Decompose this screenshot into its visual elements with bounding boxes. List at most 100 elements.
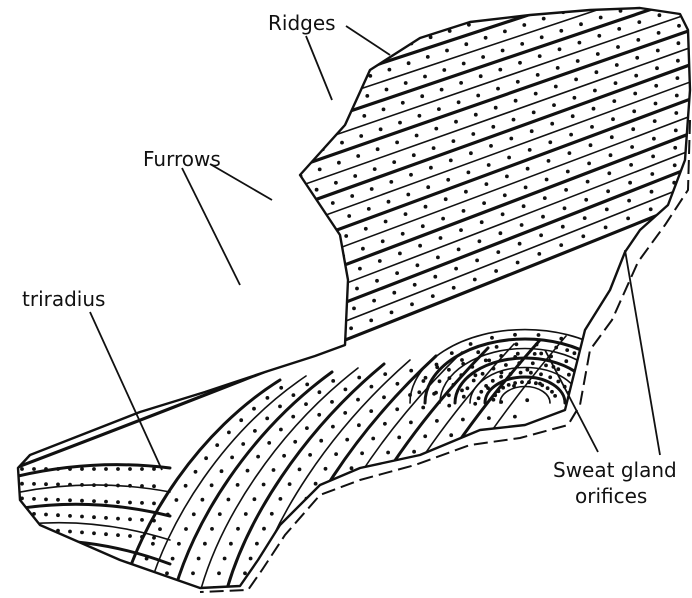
sweat-pore [353, 557, 357, 561]
sweat-pore [432, 392, 436, 396]
sweat-pore [629, 163, 633, 167]
sweat-pore [331, 201, 335, 205]
sweat-pore [226, 62, 230, 66]
sweat-pore [255, 344, 259, 348]
sweat-pore [286, 140, 290, 144]
sweat-pore [554, 85, 558, 89]
sweat-pore [104, 516, 108, 520]
sweat-pore [232, 21, 236, 25]
sweat-pore [261, 71, 265, 75]
sweat-pore [491, 125, 495, 129]
sweat-pore [177, 276, 181, 280]
sweat-pore [340, 481, 344, 485]
sweat-pore [46, 201, 50, 205]
sweat-pore [420, 586, 424, 590]
sweat-pore [152, 484, 156, 488]
sweat-pore [94, 246, 98, 250]
sweat-pore [619, 9, 623, 13]
sweat-pore [184, 484, 188, 488]
sweat-pore [293, 329, 297, 333]
sweat-pore [461, 495, 465, 499]
sweat-pore [122, 296, 126, 300]
sweat-pore [592, 107, 596, 111]
sweat-pore [128, 254, 132, 258]
sweat-pore [102, 21, 106, 25]
sweat-pore [310, 342, 314, 346]
sweat-pore [296, 309, 300, 313]
sweat-pore [556, 66, 560, 70]
sweat-pore [184, 527, 188, 531]
sweat-pore [44, 384, 48, 388]
sweat-pore [134, 586, 138, 590]
sweat-pore [255, 542, 259, 546]
sweat-pore [90, 126, 94, 130]
sweat-pore [347, 214, 351, 218]
sweat-pore [576, 380, 580, 384]
sweat-pore [636, 38, 640, 42]
sweat-pore [144, 387, 148, 391]
sweat-pore [538, 54, 542, 58]
sweat-pore [293, 440, 297, 444]
sweat-pore [311, 93, 315, 97]
sweat-pore [298, 58, 302, 62]
sweat-pore [289, 120, 293, 124]
sweat-pore [421, 224, 425, 228]
sweat-pore [444, 480, 448, 484]
sweat-pore [505, 10, 509, 14]
sweat-pore [299, 289, 303, 293]
sweat-pore [116, 533, 120, 537]
sweat-pore [251, 249, 255, 253]
sweat-pore [159, 401, 163, 405]
sweat-pore [606, 189, 610, 193]
sweat-pore [114, 358, 118, 362]
sweat-pore [398, 121, 402, 125]
sweat-pore [588, 375, 592, 379]
sweat-pore [150, 345, 154, 349]
sweat-pore [245, 174, 249, 178]
sweat-pore [324, 467, 328, 471]
sweat-pore [344, 388, 348, 392]
sweat-pore [564, 188, 568, 192]
sweat-pore [478, 239, 482, 243]
sweat-pore [80, 499, 84, 503]
sweat-pore [56, 498, 60, 502]
sweat-pore [599, 16, 603, 20]
sweat-pore [59, 75, 63, 79]
sweat-pore [242, 194, 246, 198]
sweat-pore [116, 484, 120, 488]
sweat-pore [162, 380, 166, 384]
sweat-pore [377, 14, 381, 18]
sweat-pore [213, 27, 217, 31]
sweat-pore [545, 178, 549, 182]
sweat-pore [435, 363, 439, 367]
sweat-pore [301, 557, 305, 561]
sweat-pore [444, 197, 448, 201]
sweat-pore [191, 54, 195, 58]
sweat-pore [534, 381, 538, 385]
sweat-pore [104, 162, 108, 166]
sweat-pore [342, 586, 346, 590]
sweat-pore [593, 89, 597, 93]
sweat-pore [229, 159, 233, 163]
sweat-pore [220, 469, 224, 473]
sweat-pore [235, 0, 239, 4]
sweat-pore [286, 256, 290, 260]
sweat-pore [226, 180, 230, 184]
sweat-pore [151, 542, 155, 546]
sweat-pore [128, 534, 132, 538]
sweat-pore [92, 515, 96, 519]
sweat-pore [71, 132, 75, 136]
sweat-pore [655, 66, 659, 70]
sweat-pore [480, 463, 484, 467]
sweat-pore [484, 384, 488, 388]
sweat-pore [541, 215, 545, 219]
sweat-pore [467, 171, 471, 175]
sweat-pore [544, 0, 548, 2]
sweat-pore [673, 146, 677, 150]
sweat-pore [487, 416, 491, 420]
sweat-pore [217, 124, 221, 128]
sweat-pore [452, 383, 456, 387]
sweat-pore [489, 0, 493, 1]
sweat-pore [214, 263, 218, 267]
sweat-pore [473, 278, 477, 282]
